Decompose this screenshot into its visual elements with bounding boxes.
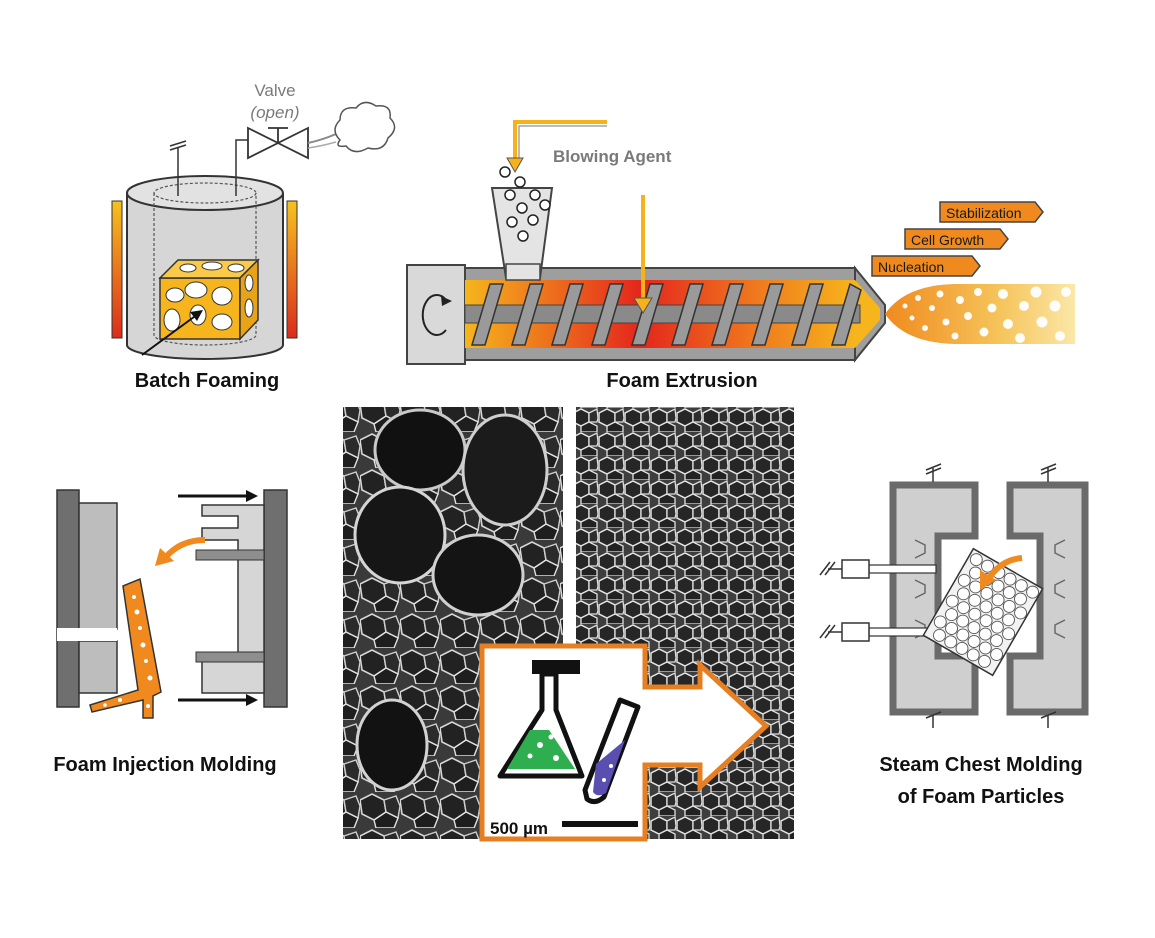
stage-tag-nucleation: Nucleation	[871, 255, 981, 277]
foam-cube	[158, 258, 260, 341]
valve-icon	[247, 126, 309, 160]
sem-micrographs: 500 µm	[343, 407, 794, 842]
extruder-motor	[406, 264, 466, 365]
flask-icon	[497, 660, 585, 779]
foam-extrusion-label: Foam Extrusion	[606, 370, 757, 392]
blowing-agent-line-1	[513, 120, 607, 160]
foam-extrusion-diagram: Blowing Agent Stabilization Cell Growth	[406, 120, 1075, 392]
scale-bar	[562, 821, 638, 827]
pellets	[499, 166, 551, 242]
batch-foaming-diagram: Valve (open) Batch Foaming	[111, 81, 396, 392]
vessel-lid	[126, 175, 284, 211]
foamed-part	[89, 577, 162, 719]
chemistry-inset: 500 µm	[479, 643, 770, 842]
screw-flights	[470, 282, 862, 346]
right-heater	[286, 200, 298, 339]
foam-particle-block	[922, 547, 1044, 677]
foam-injection-molding-label: Foam Injection Molding	[53, 754, 276, 776]
test-tube-icon	[582, 697, 641, 805]
rotation-arrow-icon	[980, 570, 996, 590]
steam-chest-molding-diagram: Steam Chest Molding of Foam Particles	[819, 463, 1089, 808]
svg-text:Nucleation: Nucleation	[878, 259, 944, 275]
steam-chest-label-line2: of Foam Particles	[898, 786, 1065, 808]
stage-tag-cell-growth: Cell Growth	[904, 228, 1009, 250]
valve-state-label: (open)	[250, 103, 299, 122]
foam-injection-molding-diagram: Foam Injection Molding	[53, 489, 288, 776]
stage-tag-stabilization: Stabilization	[939, 201, 1044, 223]
svg-text:Cell Growth: Cell Growth	[911, 232, 984, 248]
foam-extrudate	[885, 284, 1075, 344]
steam-chest-label-line1: Steam Chest Molding	[879, 754, 1082, 776]
gas-cloud-icon	[334, 101, 396, 153]
scale-bar-label: 500 µm	[490, 819, 548, 838]
valve-label: Valve	[254, 81, 295, 100]
ejection-arrow-icon	[155, 548, 174, 566]
left-heater	[111, 200, 123, 339]
batch-foaming-label: Batch Foaming	[135, 370, 279, 392]
svg-text:Stabilization: Stabilization	[946, 205, 1022, 221]
blowing-agent-label: Blowing Agent	[553, 147, 672, 166]
